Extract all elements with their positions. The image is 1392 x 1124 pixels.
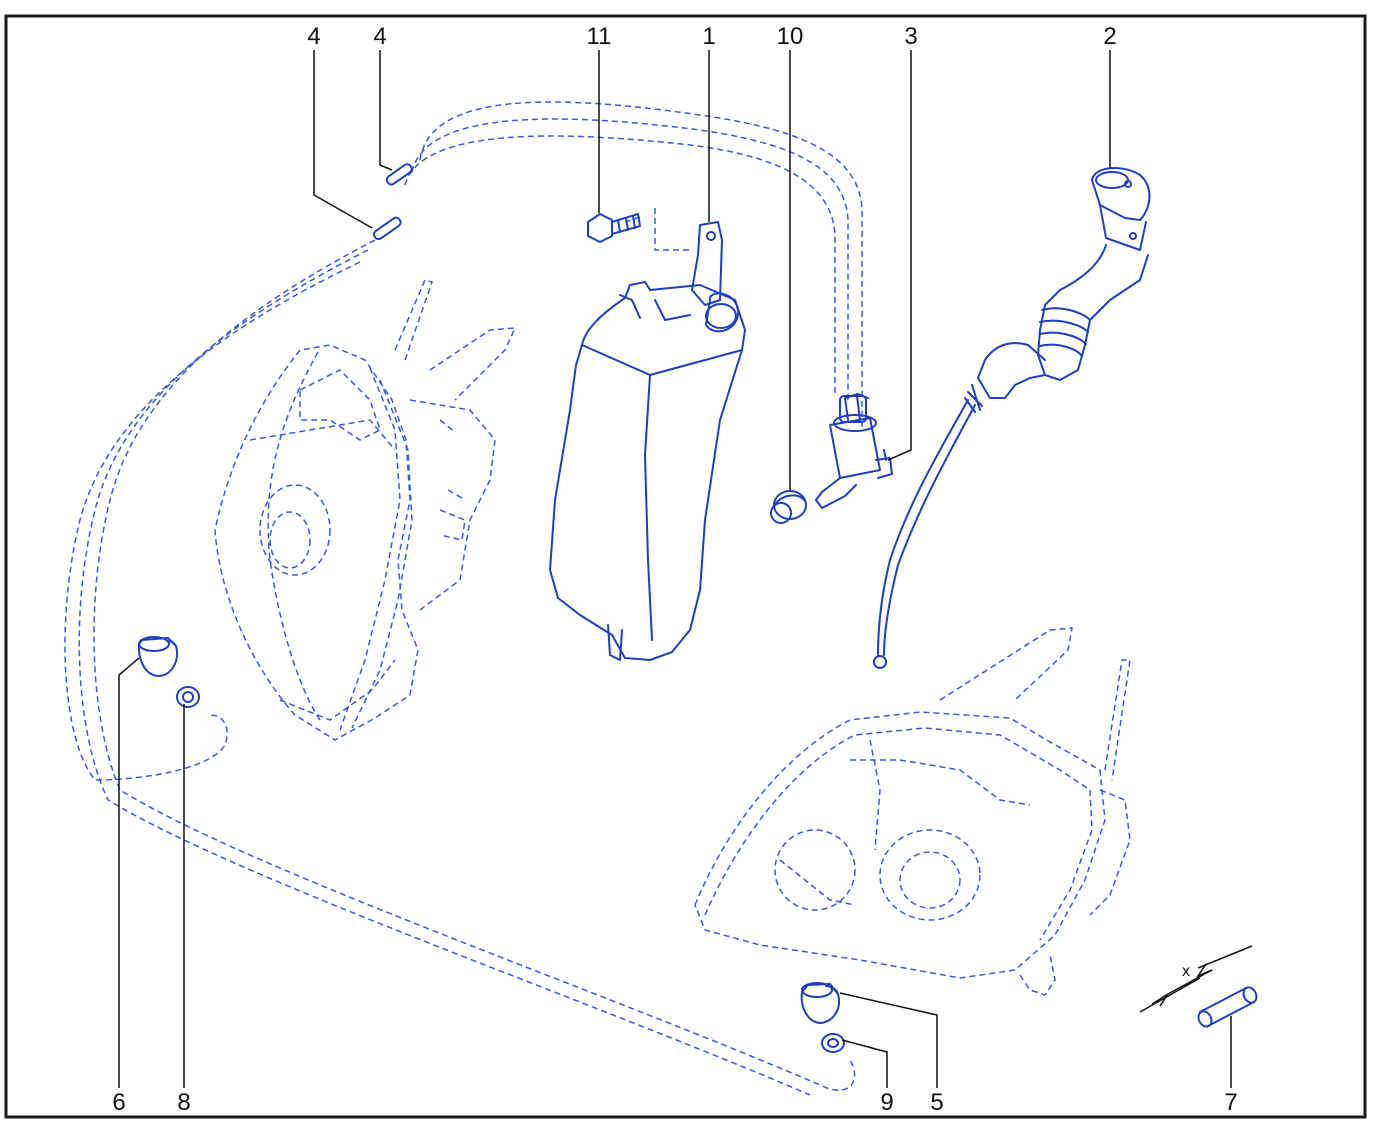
callout-8: 8 [177,1089,190,1116]
leader-lines [118,50,1232,1088]
callout-2: 2 [1103,23,1116,50]
jet-grommet-left [176,686,200,708]
hose-section [1139,945,1258,1028]
hose-connector-upper [385,163,413,186]
callout-4-left: 4 [307,23,320,50]
washer-jet-right [800,982,840,1024]
callout-10: 10 [777,23,804,50]
headlamp-left [214,279,517,741]
callout-11: 11 [587,23,612,50]
callout-9: 9 [880,1089,893,1116]
hose-connector-lower [372,216,402,241]
washer-hoses [64,101,863,1096]
washer-reservoir [549,221,746,661]
callout-3: 3 [904,23,917,50]
filler-neck [873,167,1151,669]
washer-pump [815,393,893,509]
headlamp-right [694,627,1131,996]
washer-jet-left [137,636,178,677]
callout-6: 6 [112,1089,125,1116]
jet-grommet-right [821,1033,845,1053]
diagram-frame [4,14,1367,1119]
callout-7: 7 [1224,1089,1237,1116]
callout-4-right: 4 [373,23,386,50]
reservoir-grommet [770,490,807,524]
callouts: 4 4 11 1 10 3 2 6 8 9 5 7 x [112,23,1237,1116]
callout-5: 5 [930,1089,943,1116]
mounting-bolt [587,213,641,243]
callout-1: 1 [702,23,715,50]
dimension-label-x: x [1182,963,1190,980]
